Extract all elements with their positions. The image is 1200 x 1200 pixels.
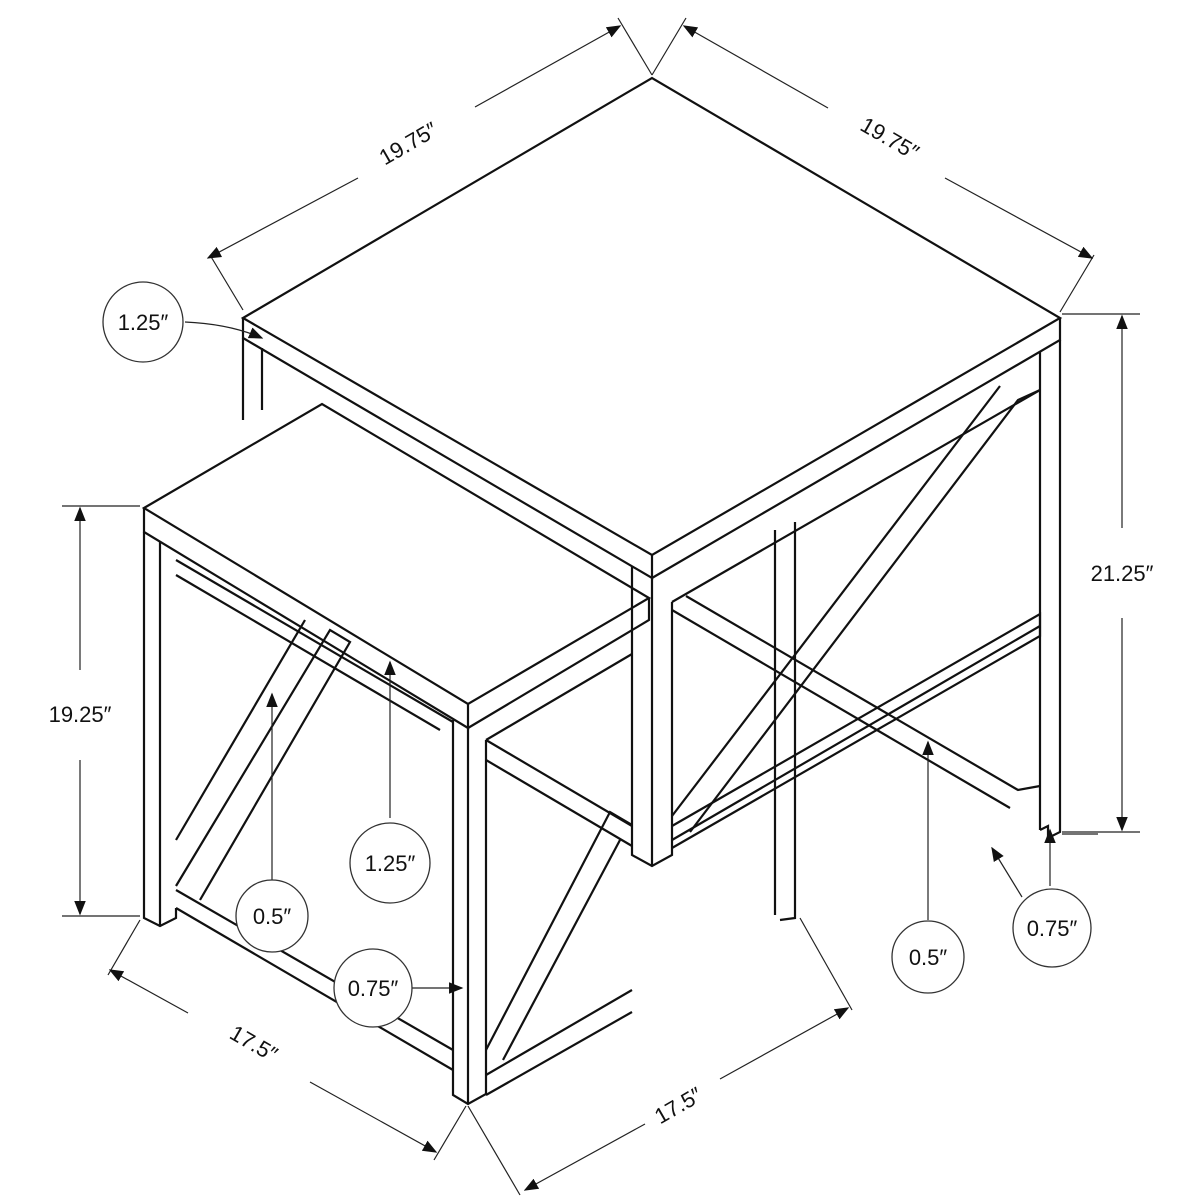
- dim-left-height: 19.25″: [49, 702, 112, 727]
- dimension-lines: [62, 17, 1140, 1196]
- callout-large-leg: 0.75″: [1012, 888, 1092, 968]
- callout-small-brace: 0.5″: [235, 879, 309, 953]
- large-table: [240, 76, 1063, 922]
- callout-top-thickness: 1.25″: [102, 281, 184, 363]
- svg-text:0.5″: 0.5″: [909, 945, 948, 970]
- dim-bottom-left-width: 17.5″: [226, 1020, 283, 1067]
- dim-bottom-right-width: 17.5″: [650, 1082, 707, 1129]
- svg-text:1.25″: 1.25″: [118, 310, 169, 335]
- callout-small-top-thickness: 1.25″: [349, 822, 431, 904]
- svg-text:1.25″: 1.25″: [365, 851, 416, 876]
- svg-text:0.75″: 0.75″: [1027, 916, 1078, 941]
- dim-top-left-width: 19.75″: [375, 117, 442, 170]
- dim-right-height: 21.25″: [1091, 561, 1154, 586]
- callout-leaders: [184, 321, 1098, 994]
- callout-large-brace: 0.5″: [891, 920, 965, 994]
- small-table: [141, 402, 652, 1106]
- callout-small-leg: 0.75″: [333, 948, 413, 1028]
- svg-text:0.75″: 0.75″: [348, 976, 399, 1001]
- dim-top-right-depth: 19.75″: [856, 112, 923, 165]
- svg-text:0.5″: 0.5″: [253, 904, 292, 929]
